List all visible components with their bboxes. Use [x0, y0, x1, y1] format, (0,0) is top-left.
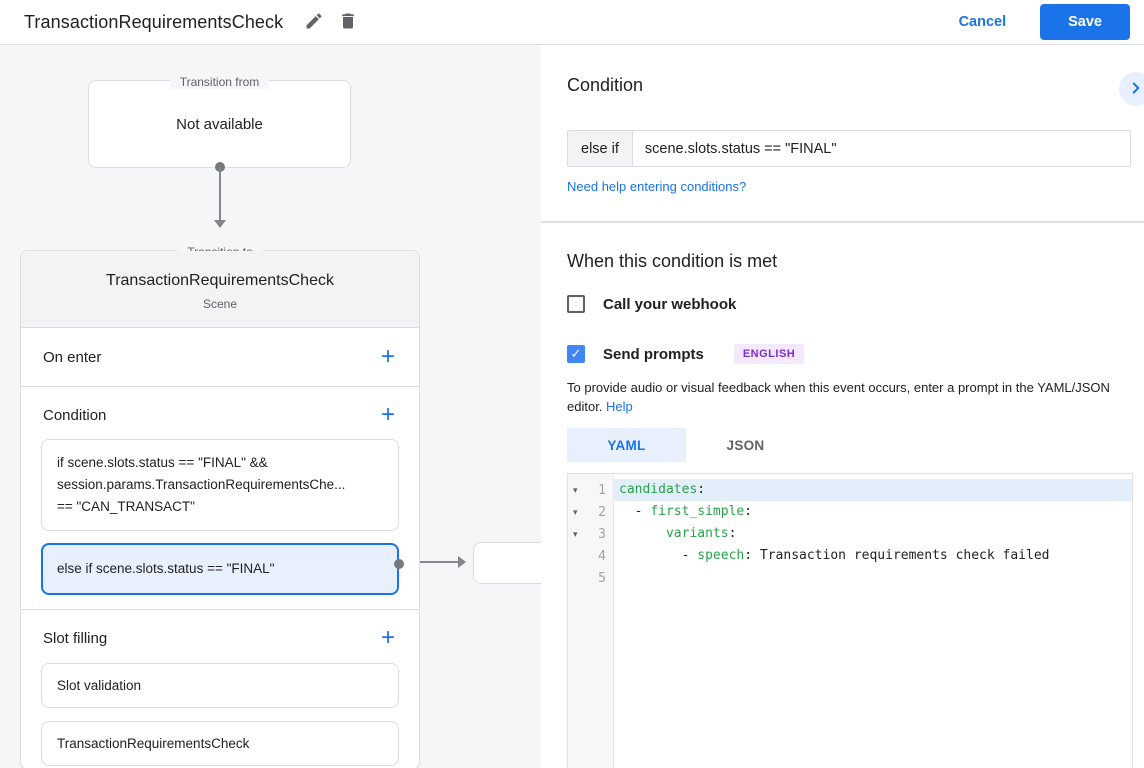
- condition-section-label: Condition: [43, 406, 107, 424]
- gutter-row: ▾ 1: [568, 479, 613, 501]
- scene-card-subtitle: Scene: [202, 297, 238, 311]
- line-number: 1: [598, 482, 606, 498]
- fold-arrow-icon[interactable]: ▾: [573, 506, 578, 517]
- slot-filling-section: Slot filling + Slot validation Transacti…: [21, 610, 419, 768]
- condition-detail-panel: Condition else if Need help entering con…: [541, 45, 1144, 768]
- slot-item-validation[interactable]: Slot validation: [41, 663, 399, 708]
- cancel-button[interactable]: Cancel: [943, 6, 1023, 38]
- transition-to-card: Transition to TransactionRequirementsChe…: [20, 245, 420, 768]
- section-divider: [541, 221, 1144, 223]
- on-enter-label: On enter: [43, 348, 102, 366]
- send-prompts-checkbox[interactable]: ✓: [567, 345, 585, 363]
- connector-line-horizontal: [402, 561, 458, 563]
- line-number: 2: [598, 504, 606, 520]
- conditions-help-link[interactable]: Need help entering conditions?: [567, 179, 747, 194]
- fold-arrow-icon[interactable]: ▾: [573, 528, 578, 539]
- code-line-5: [614, 567, 1132, 589]
- gutter-row: ▾ 3: [568, 523, 613, 545]
- transition-from-content: Not available: [176, 115, 263, 133]
- collapse-panel-button[interactable]: [1119, 72, 1144, 106]
- flow-canvas: Transition from Not available Transition…: [0, 45, 541, 768]
- when-condition-met-heading: When this condition is met: [567, 251, 778, 271]
- condition-section: Condition + if scene.slots.status == "FI…: [21, 387, 419, 610]
- gutter-row: 4: [568, 545, 613, 567]
- page-title: TransactionRequirementsCheck: [24, 11, 284, 32]
- transition-from-node: Transition from Not available: [88, 75, 351, 168]
- add-on-enter-button[interactable]: +: [380, 343, 395, 370]
- connector-dot: [394, 559, 404, 569]
- condition-item-1-line-3: == "CAN_TRANSACT": [57, 499, 195, 514]
- gutter-row: ▾ 2: [568, 501, 613, 523]
- fold-arrow-icon[interactable]: ▾: [573, 484, 578, 495]
- condition-item-1[interactable]: if scene.slots.status == "FINAL" && sess…: [41, 439, 399, 531]
- slot-filling-label: Slot filling: [43, 629, 108, 647]
- line-number: 5: [598, 570, 606, 586]
- code-line-1: candidates:: [614, 479, 1132, 501]
- code-line-3: variants:: [665, 526, 737, 541]
- call-webhook-label: Call your webhook: [603, 295, 737, 313]
- call-webhook-checkbox[interactable]: [567, 295, 585, 313]
- condition-item-1-line-2: session.params.TransactionRequirementsCh…: [57, 477, 346, 492]
- top-bar: TransactionRequirementsCheck Cancel Save: [0, 0, 1144, 45]
- code-line-4: - speech: Transaction requirements check…: [619, 548, 1050, 563]
- else-if-chip: else if: [568, 131, 633, 166]
- checkmark-icon: ✓: [570, 346, 582, 361]
- line-number: 4: [598, 548, 606, 564]
- code-line-2: - first_simple:: [619, 504, 753, 519]
- send-prompts-label: Send prompts: [603, 345, 704, 363]
- editor-tabs: YAML JSON: [567, 428, 805, 462]
- condition-item-2-selected[interactable]: else if scene.slots.status == "FINAL": [41, 543, 404, 595]
- code-area[interactable]: candidates: - first_simple: variants: - …: [614, 474, 1132, 768]
- line-number: 3: [598, 526, 606, 542]
- on-enter-section: On enter +: [21, 328, 419, 387]
- chevron-right-icon: [1127, 79, 1144, 100]
- transition-target-node[interactable]: [473, 542, 541, 584]
- editor-help-link[interactable]: Help: [606, 399, 633, 414]
- editor-gutter: ▾ 1 ▾ 2 ▾ 3 4 5: [568, 474, 614, 768]
- scene-card-header: TransactionRequirementsCheck Scene: [21, 251, 419, 328]
- gutter-row: 5: [568, 567, 613, 589]
- panel-heading: Condition: [567, 75, 644, 95]
- slot-item-transaction-check[interactable]: TransactionRequirementsCheck: [41, 721, 399, 766]
- save-button[interactable]: Save: [1040, 4, 1130, 40]
- arrow-down-icon: [214, 220, 226, 228]
- tab-yaml[interactable]: YAML: [567, 428, 686, 462]
- condition-expression-input[interactable]: [632, 131, 1130, 166]
- condition-item-1-line-1: if scene.slots.status == "FINAL" &&: [57, 455, 268, 470]
- pencil-icon: [304, 11, 324, 34]
- yaml-code-editor[interactable]: ▾ 1 ▾ 2 ▾ 3 4 5: [567, 473, 1133, 768]
- call-webhook-row: Call your webhook: [567, 295, 736, 313]
- add-slot-button[interactable]: +: [380, 624, 395, 651]
- language-badge: ENGLISH: [733, 344, 805, 364]
- editor-hint-text: To provide audio or visual feedback when…: [567, 380, 1110, 414]
- connector-line-vertical: [219, 167, 221, 220]
- condition-item-2-text: else if scene.slots.status == "FINAL": [57, 561, 275, 576]
- tab-json[interactable]: JSON: [726, 437, 765, 453]
- trash-icon: [338, 11, 358, 34]
- scene-card-title: TransactionRequirementsCheck: [106, 272, 334, 289]
- edit-scene-button[interactable]: [297, 5, 331, 39]
- add-condition-button[interactable]: +: [380, 401, 395, 428]
- send-prompts-row: ✓ Send prompts ENGLISH: [567, 344, 805, 364]
- delete-scene-button[interactable]: [331, 5, 365, 39]
- arrow-right-icon: [458, 556, 466, 568]
- condition-input-group: else if: [567, 130, 1131, 167]
